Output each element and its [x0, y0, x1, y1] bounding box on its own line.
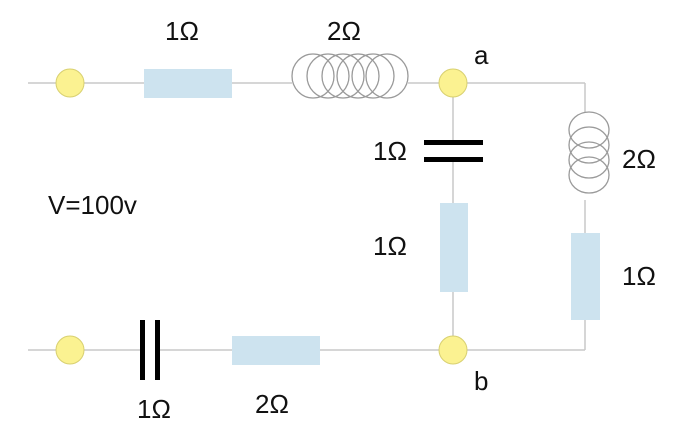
bottom-capacitor-label: 1Ω	[137, 394, 171, 424]
terminal-node-a	[438, 68, 468, 98]
top-resistor-label: 1Ω	[165, 16, 199, 46]
middle-capacitor	[424, 140, 483, 162]
node-a-label: a	[474, 40, 489, 70]
terminal-node-b	[438, 335, 468, 365]
node-b-label: b	[474, 366, 488, 396]
middle-resistor-label: 1Ω	[373, 231, 407, 261]
right-inductor	[568, 111, 610, 194]
middle-capacitor-label: 1Ω	[373, 136, 407, 166]
right-resistor	[571, 233, 600, 320]
top-inductor-label: 2Ω	[327, 16, 361, 46]
bottom-resistor	[232, 336, 320, 365]
terminal-bottom-left	[55, 335, 85, 365]
top-resistor	[144, 69, 232, 98]
middle-resistor	[440, 203, 468, 292]
bottom-capacitor	[140, 320, 160, 380]
right-resistor-label: 1Ω	[622, 261, 656, 291]
right-inductor-label: 2Ω	[622, 144, 656, 174]
top-inductor	[291, 53, 409, 99]
terminals	[55, 68, 468, 365]
terminal-top-left	[55, 68, 85, 98]
bottom-resistor-label: 2Ω	[255, 389, 289, 419]
source-label: V=100v	[48, 190, 137, 220]
